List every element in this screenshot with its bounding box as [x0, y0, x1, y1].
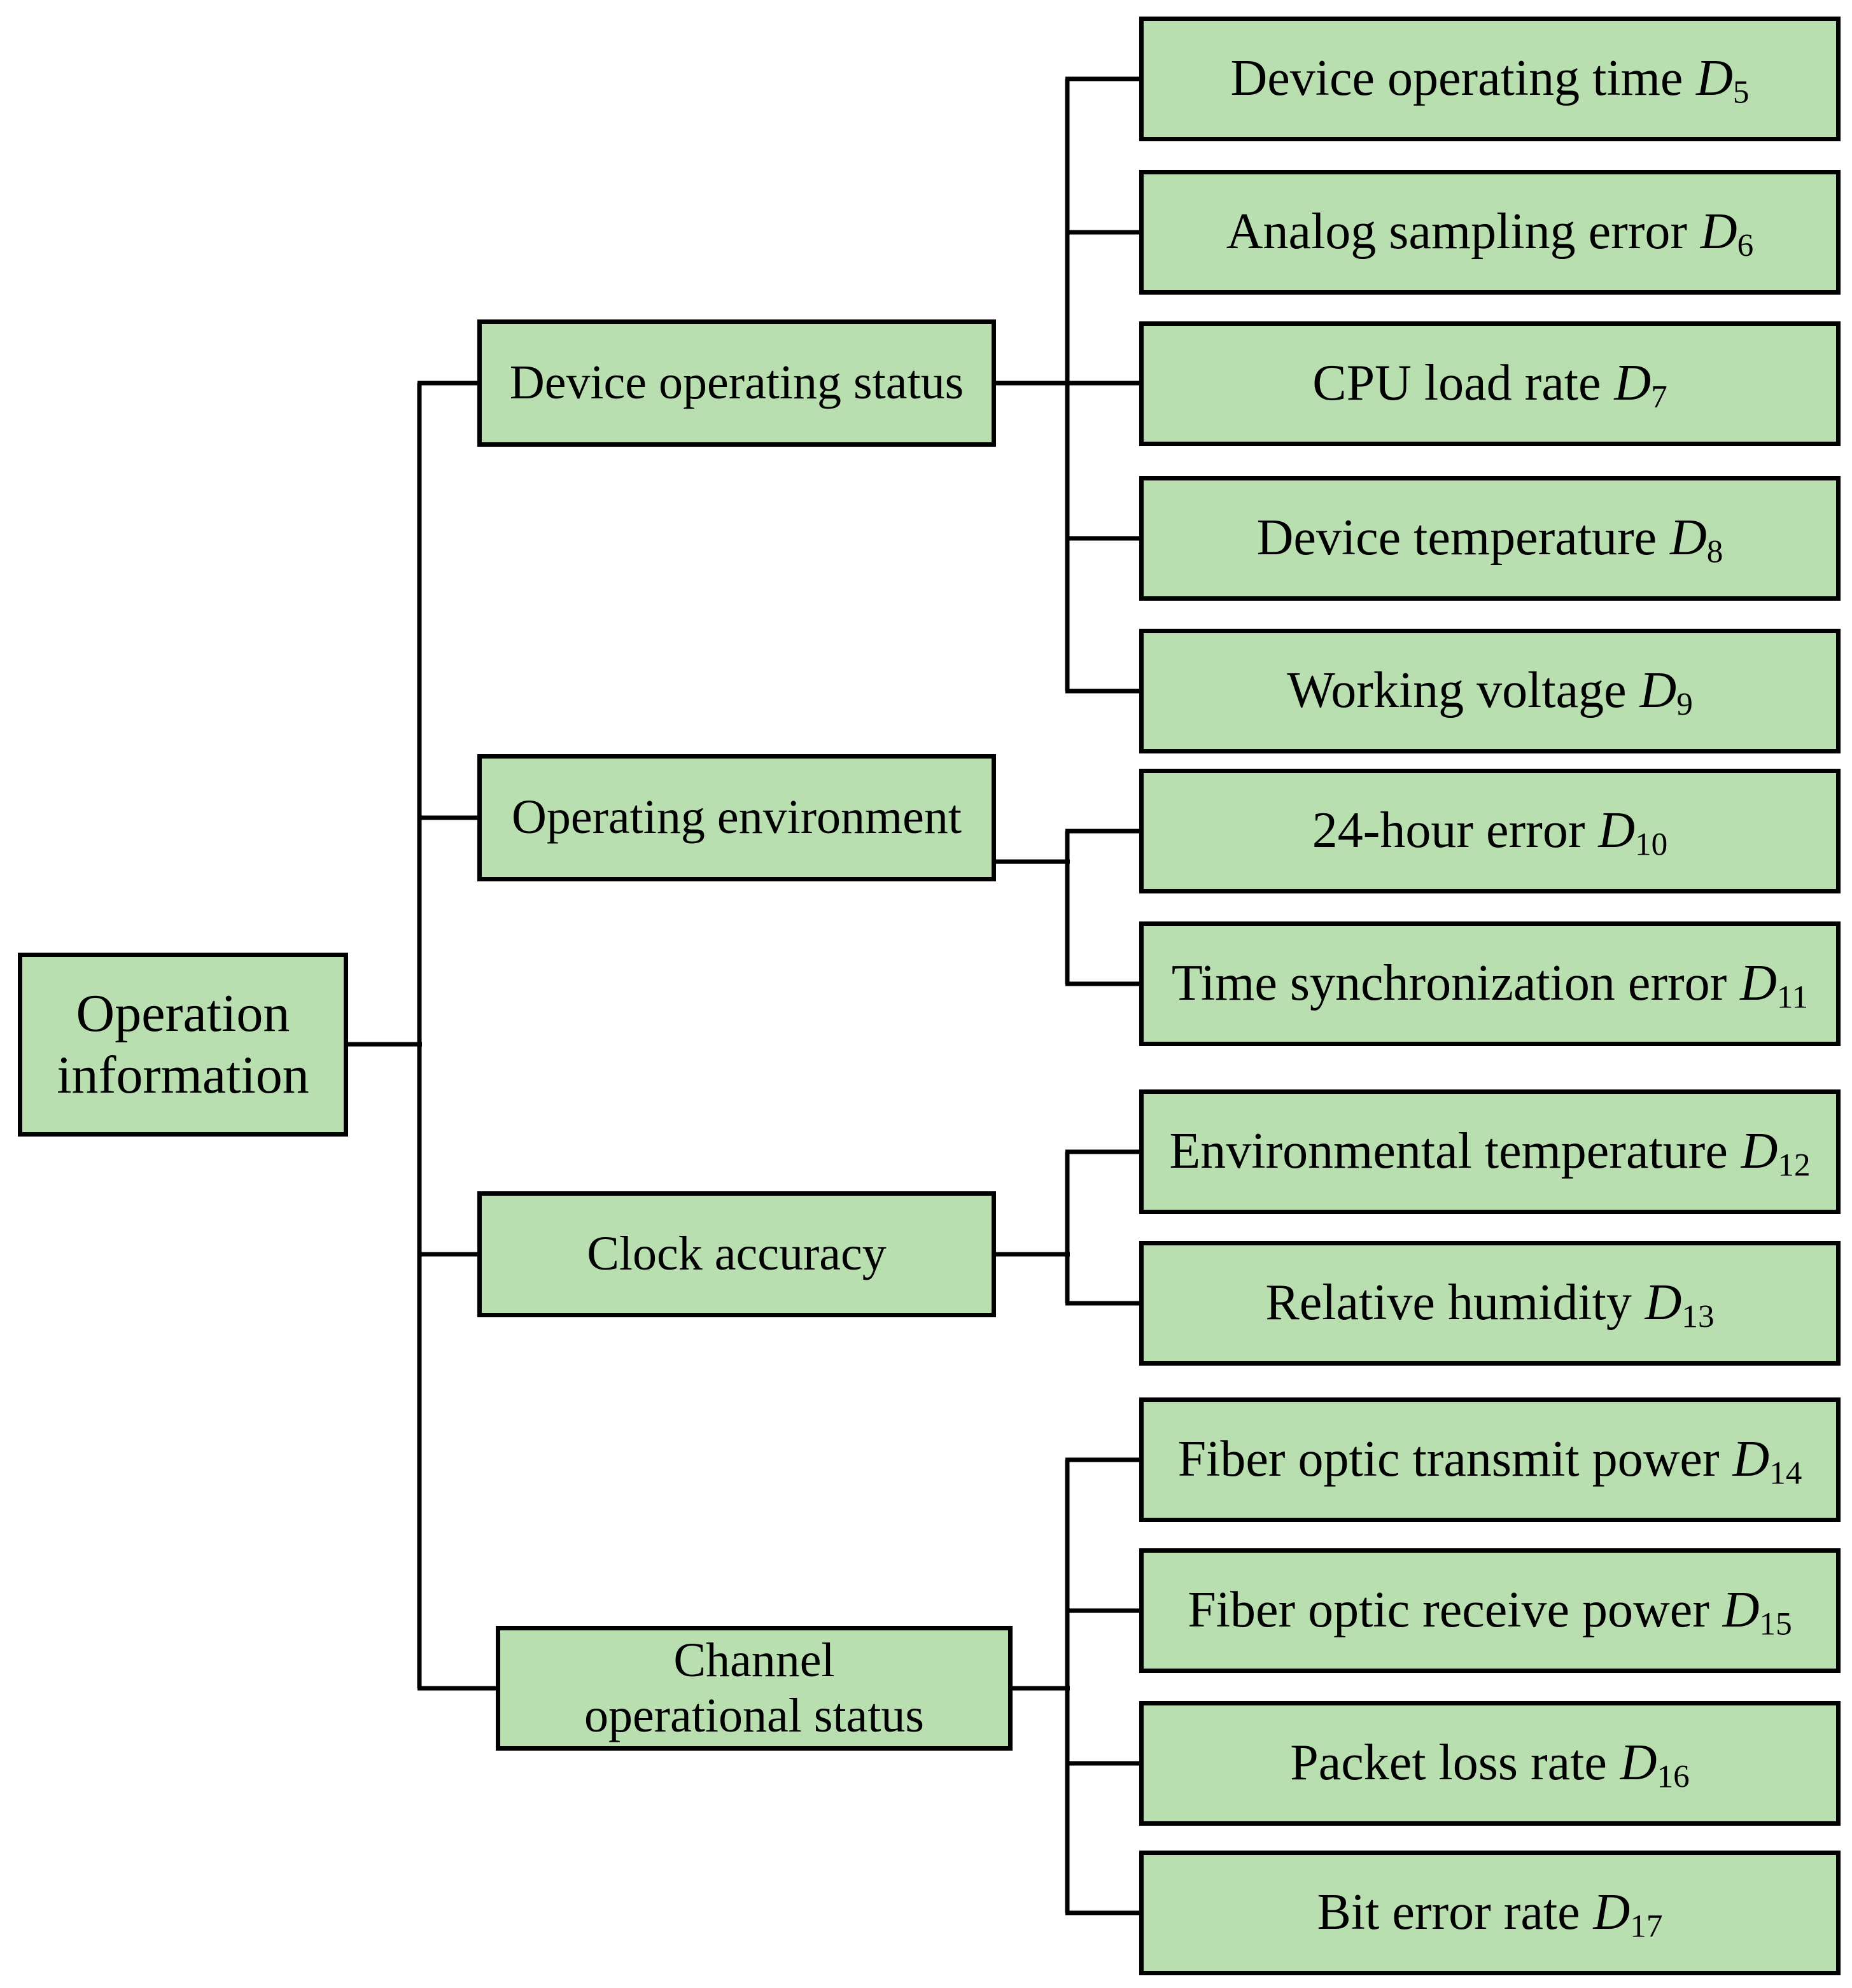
node-label: Fiber optic receive power — [1188, 1582, 1709, 1639]
node-variable: D — [1620, 1735, 1657, 1791]
node-label: Environmental temperature — [1169, 1123, 1728, 1180]
node-label: Working voltage — [1287, 662, 1627, 719]
node-label: Device temperature — [1256, 510, 1657, 566]
node-variable: D — [1741, 1123, 1778, 1180]
node-channel-operational-status: Channel operational status — [496, 1626, 1013, 1751]
node-variable-subscript: 15 — [1759, 1606, 1792, 1642]
node-label: Relative humidity — [1265, 1275, 1632, 1331]
node-variable-subscript: 12 — [1778, 1147, 1811, 1184]
node-label: 24-hour error — [1312, 802, 1585, 859]
node-variable-subscript: 10 — [1635, 826, 1668, 863]
node-variable-subscript: 6 — [1737, 227, 1754, 264]
node-variable-subscript: 11 — [1776, 979, 1809, 1016]
node-variable: D — [1740, 955, 1777, 1012]
node-label: Device operating time — [1230, 50, 1683, 107]
node-operating-environment: Operating environment — [477, 754, 996, 881]
node-label: Clock accuracy — [587, 1227, 887, 1281]
node-operation-information: Operation information — [18, 953, 348, 1137]
node-variable-subscript: 14 — [1769, 1455, 1802, 1492]
node-variable: D — [1593, 1884, 1631, 1941]
node-variable: D — [1598, 802, 1636, 859]
node-label: Analog sampling error — [1226, 204, 1688, 260]
node-variable-subscript: 8 — [1706, 533, 1723, 570]
node-variable: D — [1614, 355, 1652, 412]
node-variable: D — [1696, 50, 1733, 107]
node-variable: D — [1732, 1431, 1770, 1488]
node-variable-subscript: 16 — [1657, 1758, 1690, 1795]
node-label: Operating environment — [511, 790, 962, 844]
node-label: Bit error rate — [1317, 1884, 1580, 1941]
node-variable-subscript: 13 — [1681, 1298, 1715, 1335]
node-variable: D — [1722, 1582, 1760, 1639]
node-label: Time synchronization error — [1171, 955, 1727, 1012]
node-variable-subscript: 17 — [1630, 1908, 1663, 1945]
node-device-operating-status: Device operating status — [477, 319, 996, 447]
node-variable-subscript: 9 — [1676, 686, 1693, 723]
node-variable: D — [1669, 510, 1707, 566]
node-variable-subscript: 5 — [1732, 74, 1750, 111]
node-label-line: Channel — [673, 1633, 835, 1687]
node-label: CPU load rate — [1312, 355, 1601, 412]
node-label-line: operational status — [584, 1689, 924, 1742]
node-label-line: information — [57, 1045, 309, 1105]
node-variable: D — [1639, 662, 1677, 719]
node-variable: D — [1700, 204, 1737, 260]
node-variable: D — [1645, 1275, 1682, 1331]
node-label: Packet loss rate — [1290, 1735, 1607, 1791]
node-clock-accuracy: Clock accuracy — [477, 1191, 996, 1317]
node-variable-subscript: 7 — [1651, 379, 1667, 416]
node-label-line: Operation — [76, 983, 290, 1043]
node-label: Device operating status — [509, 356, 964, 410]
node-label: Fiber optic transmit power — [1177, 1431, 1720, 1488]
